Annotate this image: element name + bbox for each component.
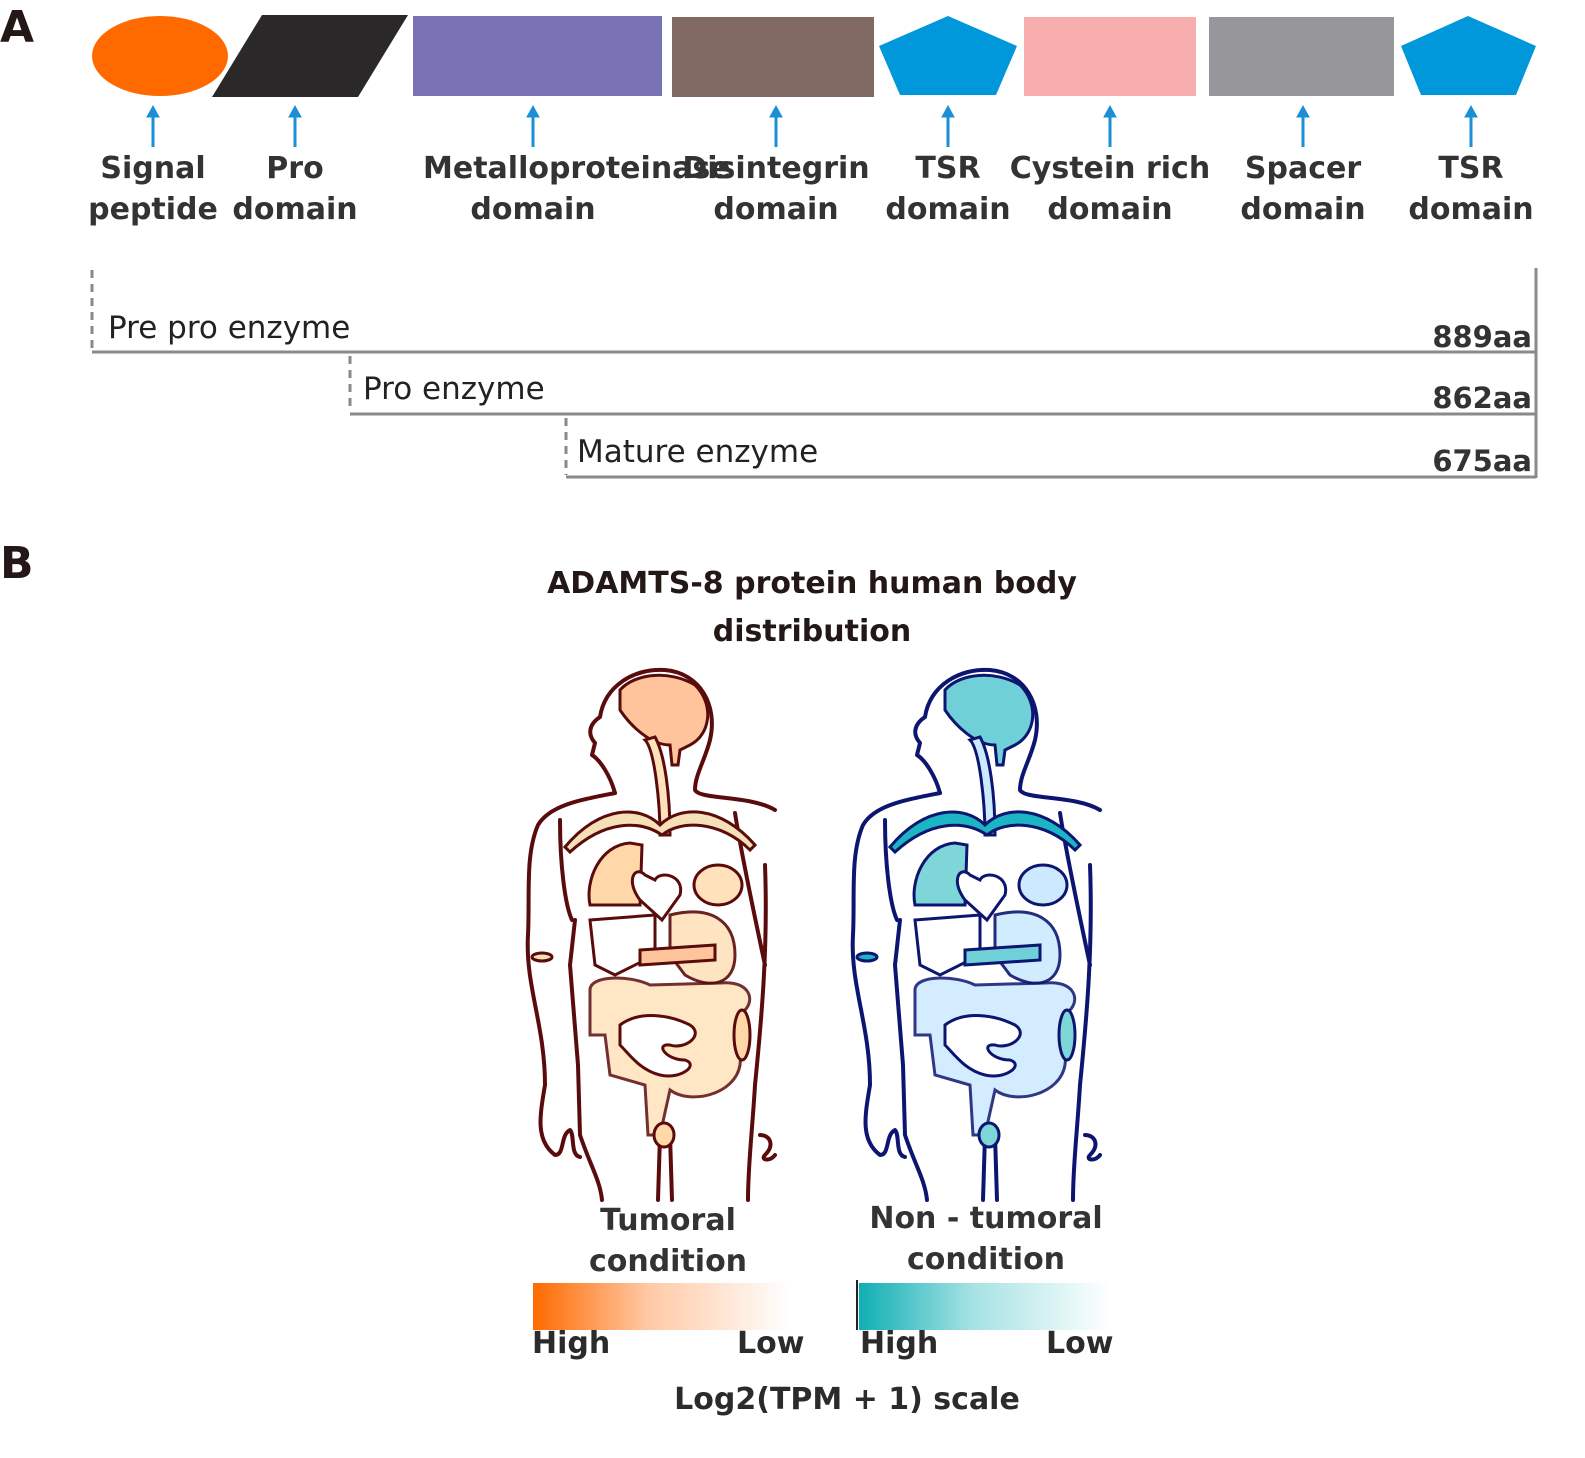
spleen-organ <box>1057 1008 1077 1062</box>
up-arrow-icon <box>941 104 955 147</box>
body-map-non-tumoral <box>850 667 1102 1202</box>
brain-organ <box>943 673 1035 767</box>
spacer-domain-shape <box>1209 17 1394 96</box>
domain-label-line-2: domain <box>1047 192 1173 227</box>
gradient-legend-tumoral <box>533 1283 790 1330</box>
body-map-tumoral <box>525 667 777 1202</box>
domain-label: Cystein rich domain <box>1000 148 1220 230</box>
domain-label: Metalloproteinase domain <box>423 148 731 230</box>
domain-label: Pro domain <box>185 148 405 230</box>
panel-a-letter: A <box>0 2 35 53</box>
gradient-legend-non-tumoral <box>859 1283 1111 1330</box>
domain-label-line-1: Spacer <box>1244 151 1362 186</box>
caption-tumoral: Tumoral condition <box>518 1200 818 1282</box>
tsr-domain-shape-2 <box>1401 16 1536 95</box>
brain-organ <box>618 673 710 767</box>
esophagus-organ <box>642 735 672 837</box>
spleen-organ <box>732 1008 752 1062</box>
legend-divider <box>856 1280 858 1330</box>
caption-line-1: Tumoral <box>600 1203 736 1238</box>
heart-organ <box>630 870 683 923</box>
bladder-organ <box>977 1121 1001 1149</box>
scale-label: Log2(TPM + 1) scale <box>674 1382 1020 1417</box>
enzyme-length-pro: 862aa <box>1432 381 1532 415</box>
up-arrow-icon <box>769 104 783 147</box>
title-line-1: ADAMTS-8 protein human body <box>547 566 1077 601</box>
tsr-domain-shape-1 <box>879 16 1017 95</box>
esophagus-organ <box>967 735 997 837</box>
wrist-organ <box>530 951 554 963</box>
cystein-rich-domain-shape <box>1024 17 1196 96</box>
bladder-organ <box>652 1121 676 1149</box>
caption-line-2: condition <box>588 1244 748 1279</box>
domain-label: Spacer domain <box>1193 148 1413 230</box>
enzyme-length-pre-pro: 889aa <box>1432 320 1532 354</box>
up-arrow-icon <box>146 104 160 147</box>
small-intestine-organ <box>943 1014 1022 1078</box>
domain-label-line-2: domain <box>470 192 596 227</box>
ribs-organ <box>887 810 1083 855</box>
panel-b-title: ADAMTS-8 protein human body distribution <box>462 560 1162 656</box>
signal-peptide-shape <box>92 16 228 96</box>
title-line-2: distribution <box>712 614 912 649</box>
enzyme-name-mature: Mature enzyme <box>577 434 819 470</box>
caption-line-2: condition <box>906 1242 1066 1277</box>
lung-organ <box>587 841 644 907</box>
body-outline <box>525 667 777 1202</box>
disintegrin-domain-shape <box>672 17 874 97</box>
domain-label-line-1: TSR <box>915 151 981 186</box>
domain-label-line-2: domain <box>885 192 1011 227</box>
legend-high-non-tumoral: High <box>860 1326 939 1361</box>
domain-label-line-2: peptide <box>88 192 218 227</box>
domain-label-line-2: domain <box>1240 192 1366 227</box>
legend-low-non-tumoral: Low <box>1046 1326 1114 1361</box>
up-arrow-icon <box>526 104 540 147</box>
domain-label-line-1: TSR <box>1438 151 1504 186</box>
up-arrow-icon <box>1103 104 1117 147</box>
domain-label-line-2: domain <box>1408 192 1534 227</box>
enzyme-name-pro: Pro enzyme <box>363 371 545 407</box>
domain-structure-diagram <box>90 15 1538 479</box>
domain-label-line-1: Disintegrin <box>682 151 870 186</box>
pro-domain-shape <box>212 15 408 97</box>
small-intestine-organ <box>618 1014 697 1078</box>
caption-line-1: Non - tumoral <box>869 1201 1103 1236</box>
up-arrow-icon <box>288 104 302 147</box>
domain-label-line-1: Metalloproteinase <box>423 151 731 186</box>
caption-non-tumoral: Non - tumoral condition <box>836 1198 1136 1280</box>
pancreas-organ <box>963 943 1042 967</box>
panel-b-letter: B <box>0 538 34 589</box>
metalloproteinase-domain-shape <box>413 16 662 96</box>
up-arrow-icon <box>1296 104 1310 147</box>
ribs-organ <box>562 810 758 855</box>
legend-low-tumoral: Low <box>737 1326 805 1361</box>
domain-label: TSR domain <box>1361 148 1581 230</box>
pancreas-organ <box>638 943 717 967</box>
legend-high-tumoral: High <box>532 1326 611 1361</box>
wrist-organ <box>855 951 879 963</box>
enzyme-length-mature: 675aa <box>1432 444 1532 478</box>
domain-label-line-1: Signal <box>100 151 206 186</box>
breast-organ <box>1017 863 1069 907</box>
domain-label-line-2: domain <box>713 192 839 227</box>
domain-label-line-1: Cystein rich <box>1009 151 1211 186</box>
enzyme-name-pre-pro: Pre pro enzyme <box>108 310 351 346</box>
up-arrow-icon <box>1464 104 1478 147</box>
domain-label: Disintegrin domain <box>666 148 886 230</box>
domain-label: TSR domain <box>838 148 1058 230</box>
lung-organ <box>912 841 969 907</box>
domain-label-line-1: Pro <box>266 151 324 186</box>
breast-organ <box>692 863 744 907</box>
body-outline <box>850 667 1102 1202</box>
domain-label-line-2: domain <box>232 192 358 227</box>
heart-organ <box>955 870 1008 923</box>
domain-label: Signal peptide <box>43 148 263 230</box>
